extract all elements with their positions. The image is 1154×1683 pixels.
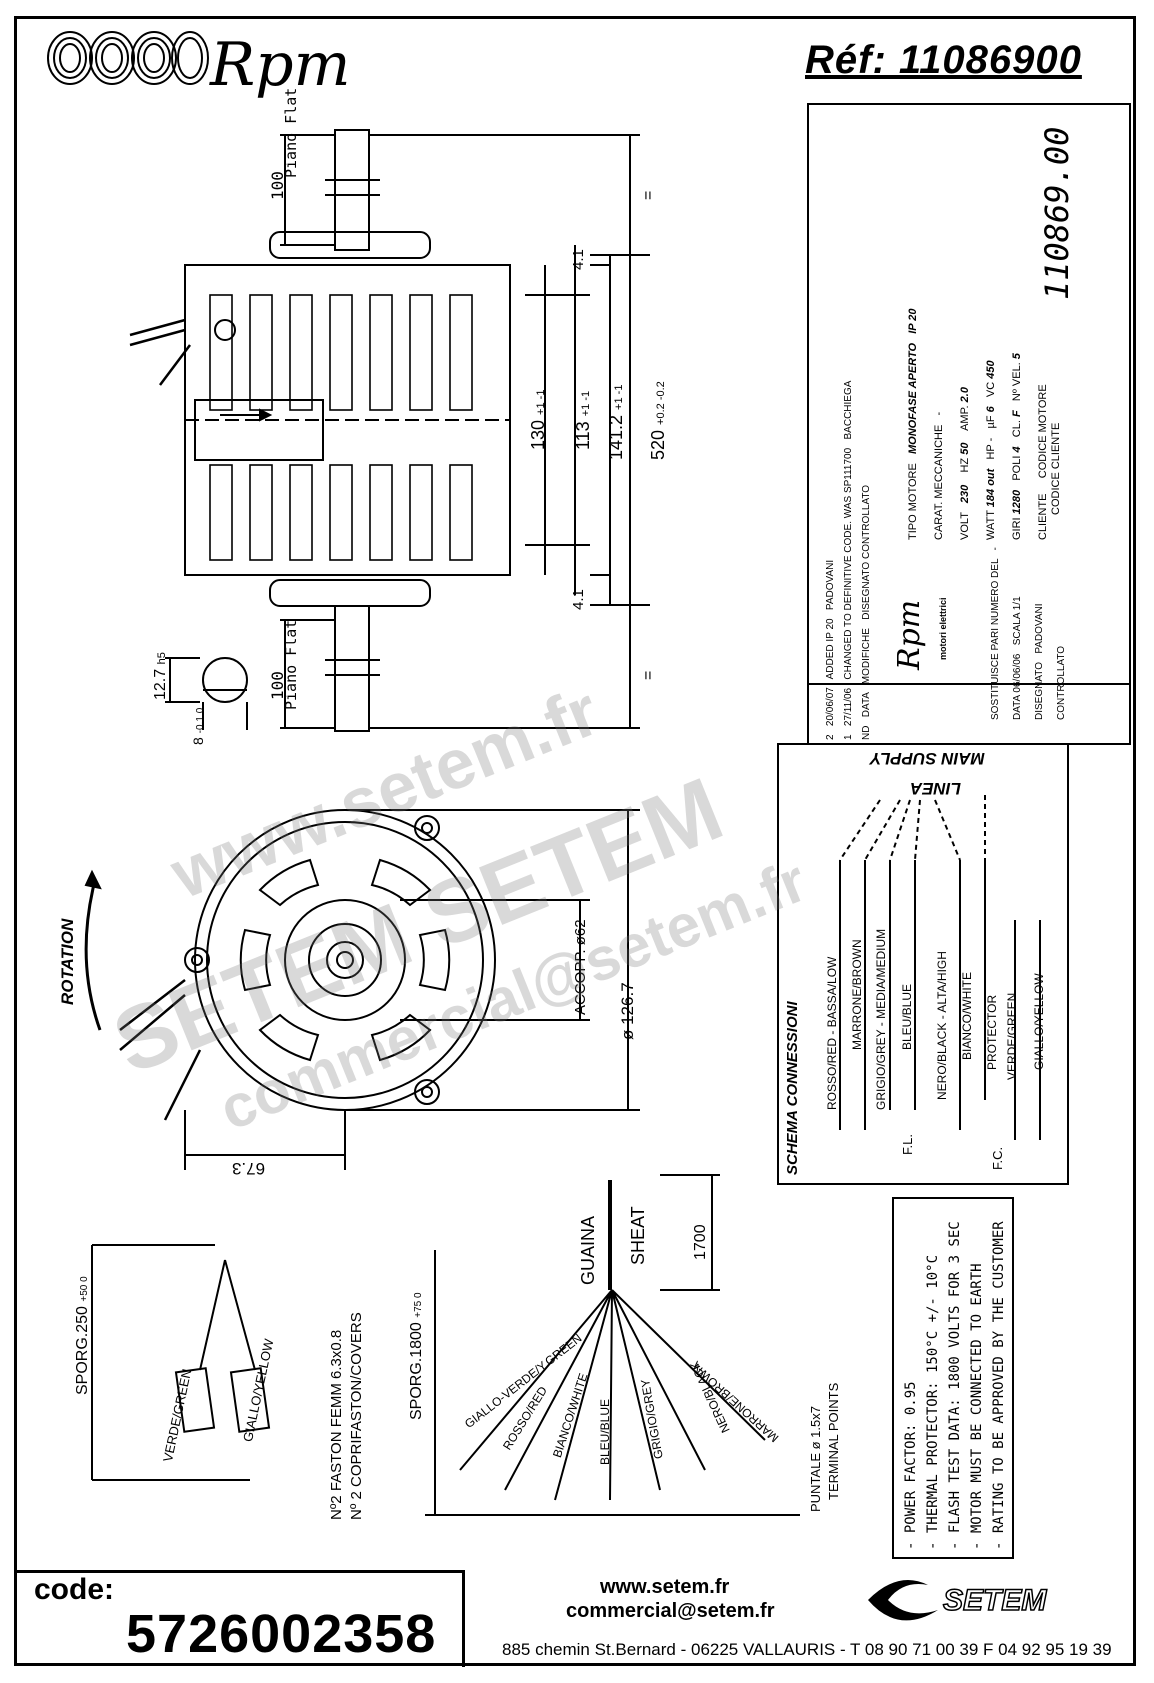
setem-logo: SETEM: [868, 1580, 1048, 1621]
shaft-diameter: 12.7 h5: [152, 652, 169, 700]
schema-wire-3: GRIGIO/GREY - MEDIA/MEDIUM: [874, 928, 888, 1110]
footer-web-link[interactable]: www.setem.fr: [600, 1576, 730, 1598]
note-flash: - FLASH TEST DATA: 1800 VOLTS FOR 3 SEC: [947, 1221, 963, 1550]
terminal-points-label: TERMINAL POINTS: [826, 1382, 841, 1500]
guaina-label: GUAINA: [578, 1215, 598, 1285]
faston-label: Nº2 FASTON FEMM 6.3x0.8: [328, 1329, 345, 1520]
note-power-factor: - POWER FACTOR: 0.95: [903, 1381, 919, 1550]
dim-100-bottom: 100: [268, 671, 287, 700]
drawing-frame: [14, 16, 1136, 1666]
schema-wire-8: VERDE/GREEN: [1005, 992, 1019, 1080]
rotation-label: ROTATION: [58, 918, 77, 1005]
puntale-label: PUNTALE ø 1.5x7: [808, 1406, 823, 1512]
notes-list: - POWER FACTOR: 0.95 - THERMAL PROTECTOR…: [900, 1200, 1010, 1550]
main-supply-label: MAIN SUPPLY: [870, 749, 985, 768]
note-rating: - RATING TO BE APPROVED BY THE CUSTOMER: [991, 1221, 1007, 1550]
dim-8: 8 -0.1 0: [190, 707, 206, 745]
schema-wire-5: NERO/BLACK - ALTA/HIGH: [935, 951, 949, 1100]
dim-eq-top: =: [640, 190, 657, 200]
schema-wire-6: BIANCO/WHITE: [960, 971, 974, 1060]
title-block-specs: TIPO MOTORE MONOFASE APERTO IP 20 CARAT.…: [907, 308, 1049, 540]
arrow-label-plate: [194, 399, 324, 461]
pulley-bottom: [269, 579, 431, 607]
dim-41-top: 4.1: [570, 249, 587, 270]
shaft-bottom: [334, 605, 370, 732]
shaft-top: [334, 129, 370, 251]
dim-141: 141.2 +1 -1: [606, 384, 626, 460]
dia-126-dim: ø 126.7: [618, 982, 637, 1040]
fl-label: F.L.: [900, 1134, 915, 1155]
dim-41-bottom: 4.1: [570, 589, 587, 610]
dim-113: 113 +1 -1: [573, 390, 593, 450]
schema-wire-7: PROTECTOR: [985, 994, 999, 1070]
note-earth: - MOTOR MUST BE CONNECTED TO EARTH: [969, 1263, 985, 1550]
pulley-top: [269, 231, 431, 259]
reference-number: Réf: 11086900: [805, 38, 1082, 82]
dim-100-top: 100: [268, 171, 287, 200]
sporg-1800: SPORG.1800 +75 0: [408, 1292, 425, 1420]
title-block-footer: SOSTITUISCE PARI NUMERO DEL - DATA 06/06…: [990, 547, 1067, 720]
title-block-brand: Rpm: [892, 599, 927, 670]
sporg-250: SPORG.250 +50 0: [74, 1276, 91, 1395]
revision-header: ND DATA MODIFICHE DISEGNATO CONTROLLATO: [861, 484, 872, 740]
fc-label: F.C.: [990, 1146, 1005, 1170]
code-box: [16, 1570, 465, 1667]
schema-wire-2: MARRONE/BROWN: [850, 939, 864, 1050]
dim-67: 67.3: [232, 1159, 266, 1178]
dim-130: 130 +1 -1: [528, 389, 548, 450]
sheat-label: SHEAT: [628, 1206, 648, 1265]
rpm-coil-logo: [47, 31, 209, 85]
schema-wire-1: ROSSO/RED - BASSA/LOW: [825, 956, 839, 1110]
schema-wire-4: BLEU/BLUE: [900, 983, 914, 1050]
dim-520: 520 +0.2 -0.2: [648, 381, 668, 460]
covers-label: Nº 2 COPRIFASTON/COVERS: [348, 1312, 365, 1520]
codice-motore-value: 110869.00: [1038, 126, 1076, 300]
cable-wire-4: BLEU/BLUE: [598, 1398, 612, 1465]
footer-address: 885 chemin St.Bernard - 06225 VALLAURIS …: [502, 1640, 1112, 1659]
schema-wire-9: GIALLO/YELLOW: [1032, 973, 1046, 1070]
notes-box: [892, 1197, 1014, 1559]
title-block-company-sub: motori elettrici: [938, 597, 948, 660]
brand-logo-text: Rpm: [210, 30, 351, 100]
setem-logo-text: SETEM: [943, 1584, 1047, 1617]
code-label: code:: [34, 1573, 115, 1606]
dim-eq-bottom: =: [640, 670, 657, 680]
revision-row-1: 1 27/11/06 CHANGED TO DEFINITIVE CODE. W…: [843, 380, 854, 740]
codice-cliente-label: CODICE CLIENTE: [1050, 422, 1062, 515]
revision-row-2: 2 20/06/07 ADDED IP 20 PADOVANI: [825, 559, 836, 740]
linea-label: LINEA: [910, 779, 961, 798]
flat-label-top: Piano Flat: [282, 87, 300, 178]
schema-title: SCHEMA CONNESSIONI: [784, 1001, 801, 1175]
note-thermal: - THERMAL PROTECTOR: 150°C +/- 10°C: [925, 1254, 941, 1550]
footer-email-link[interactable]: commercial@setem.fr: [566, 1600, 775, 1622]
revisions-table: 2 20/06/07 ADDED IP 20 PADOVANI 1 27/11/…: [822, 120, 876, 740]
shaft-section: [202, 657, 248, 703]
code-value: 5726002358: [126, 1604, 437, 1664]
cable-length: 1700: [692, 1224, 709, 1260]
schema-box: [777, 743, 1069, 1185]
